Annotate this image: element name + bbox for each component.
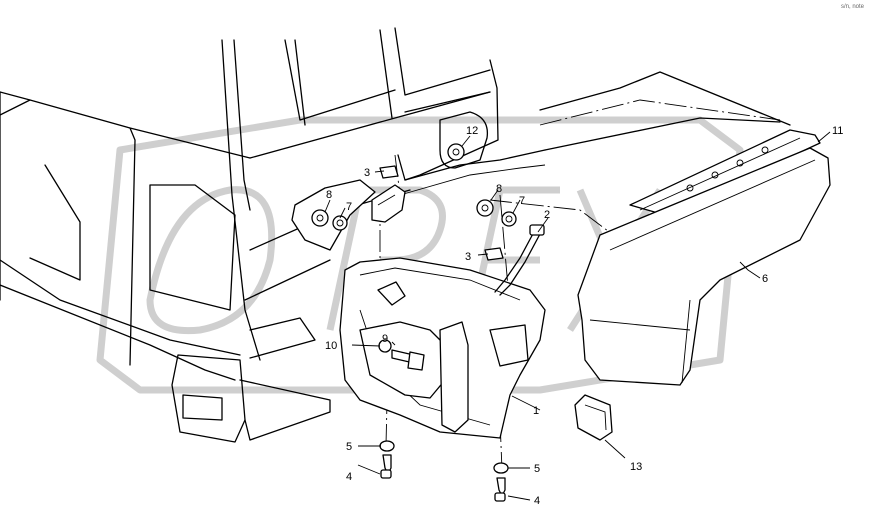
corner-mark: s/n, note <box>840 4 864 10</box>
callout-7-left: 7 <box>346 201 352 213</box>
bolt-assembly <box>378 339 425 371</box>
callout-1: 1 <box>533 405 539 417</box>
fender-bracket-left <box>291 179 376 251</box>
callout-3-lower: 3 <box>465 251 471 263</box>
washer-5-left <box>379 440 395 452</box>
part-6-side-skirt <box>577 147 831 386</box>
callout-10: 10 <box>325 340 337 352</box>
callout-5-right: 5 <box>534 463 540 475</box>
callout-9: 9 <box>382 333 388 345</box>
callout-2: 2 <box>544 209 550 221</box>
screw-4-right <box>494 477 506 502</box>
clip-nut-lower <box>484 247 504 261</box>
callout-8-left: 8 <box>326 189 332 201</box>
callout-numbers: 1 2 3 3 4 4 5 5 6 7 7 8 8 9 10 11 12 13 <box>325 125 843 507</box>
nut-set-right <box>476 199 517 227</box>
callout-6: 6 <box>762 273 768 285</box>
clip-nut-upper <box>379 165 399 179</box>
callout-3-upper: 3 <box>364 167 370 179</box>
callout-7-right: 7 <box>519 195 525 207</box>
callout-8-right: 8 <box>496 183 502 195</box>
callout-11: 11 <box>832 125 843 137</box>
callout-13: 13 <box>630 461 642 473</box>
screw-4-left <box>380 454 392 479</box>
vehicle-body <box>0 27 791 443</box>
callout-4-right: 4 <box>534 495 540 507</box>
callout-4-left: 4 <box>346 471 352 483</box>
part-13-clip <box>574 394 613 441</box>
part-12-cap <box>447 143 465 161</box>
callout-12: 12 <box>466 125 478 137</box>
washer-5-right <box>493 462 509 474</box>
part-2-bracket-rod <box>494 224 545 296</box>
part-1-mud-guard <box>339 257 546 439</box>
callout-5-left: 5 <box>346 441 352 453</box>
leader-lines <box>324 131 831 501</box>
mounting-bracket-left <box>371 184 406 223</box>
